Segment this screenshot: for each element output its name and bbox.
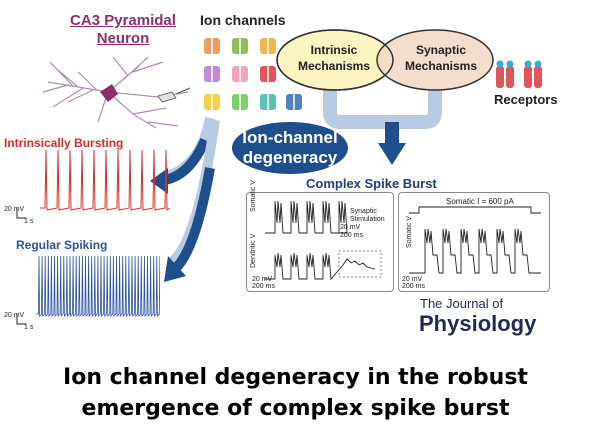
csb-right-scale-t: 200 ms — [402, 283, 425, 290]
ion-channel-icon — [286, 94, 302, 110]
degeneracy-badge — [232, 122, 348, 174]
rs-scale-bar — [16, 314, 26, 325]
csb-left-scale-v1: 20 mV — [340, 224, 361, 231]
csb-right-somatic-label: Somatic V — [406, 216, 413, 248]
intrinsic-bursting-trace — [40, 149, 170, 211]
rs-scale-t: 1 s — [24, 324, 34, 331]
csb-left-traces — [265, 200, 382, 281]
ion-channels-grid — [204, 38, 276, 110]
csb-left-somatic-label: Somatic V — [250, 180, 257, 212]
ion-channels-title: Ion channels — [200, 12, 286, 28]
ib-scale-v: 20 mV — [4, 206, 25, 213]
csb-right-traces — [409, 206, 541, 274]
journal-name-line2: Physiology — [419, 311, 537, 336]
neuron-title-line1: CA3 Pyramidal — [70, 12, 176, 29]
ib-scale-t: 1 s — [24, 218, 34, 225]
neuron-illustration — [42, 56, 191, 129]
arrow-icon — [164, 256, 186, 282]
regular-spiking-trace — [36, 255, 160, 317]
csb-left-scale-t2: 200 ms — [252, 283, 275, 290]
caption-line1: Ion channel degeneracy in the robust — [63, 365, 528, 390]
arrow-icon — [378, 143, 406, 165]
neuron-title-line2: Neuron — [96, 30, 150, 47]
receptors-label: Receptors — [494, 92, 558, 107]
regular-spiking-title: Regular Spiking — [16, 238, 108, 252]
caption-line2: emergence of complex spike burst — [81, 396, 510, 421]
arrow-icon — [172, 167, 215, 272]
csb-right-stim-label: Somatic I = 600 pA — [446, 197, 514, 206]
complex-spike-burst-title: Complex Spike Burst — [306, 176, 437, 191]
csb-right-scale-v: 20 mV — [402, 276, 423, 283]
csb-panel-right — [398, 192, 550, 292]
csb-left-dendritic-label: Dendritic V — [250, 233, 257, 268]
neuron-title: CA3 Pyramidal Neuron — [48, 12, 198, 48]
csb-left-scale-v2: 20 mV — [252, 276, 273, 283]
rs-scale-v: 20 mV — [4, 312, 25, 319]
arrow-icon — [163, 137, 210, 185]
ion-channel-icon — [204, 38, 276, 110]
intrinsic-bursting-title: Intrinsically Bursting — [4, 136, 124, 150]
csb-panel-left — [246, 192, 394, 292]
receptor-icon — [496, 60, 542, 88]
caption: Ion channel degeneracy in the robust eme… — [0, 362, 591, 424]
ib-scale-bar — [16, 208, 26, 219]
journal-name-line1: The Journal of — [420, 296, 504, 311]
csb-left-scale-t1: 200 ms — [340, 232, 363, 239]
venn-synaptic — [376, 29, 494, 91]
diagram-arrows-venn — [150, 29, 494, 282]
arrow-icon — [150, 168, 168, 194]
